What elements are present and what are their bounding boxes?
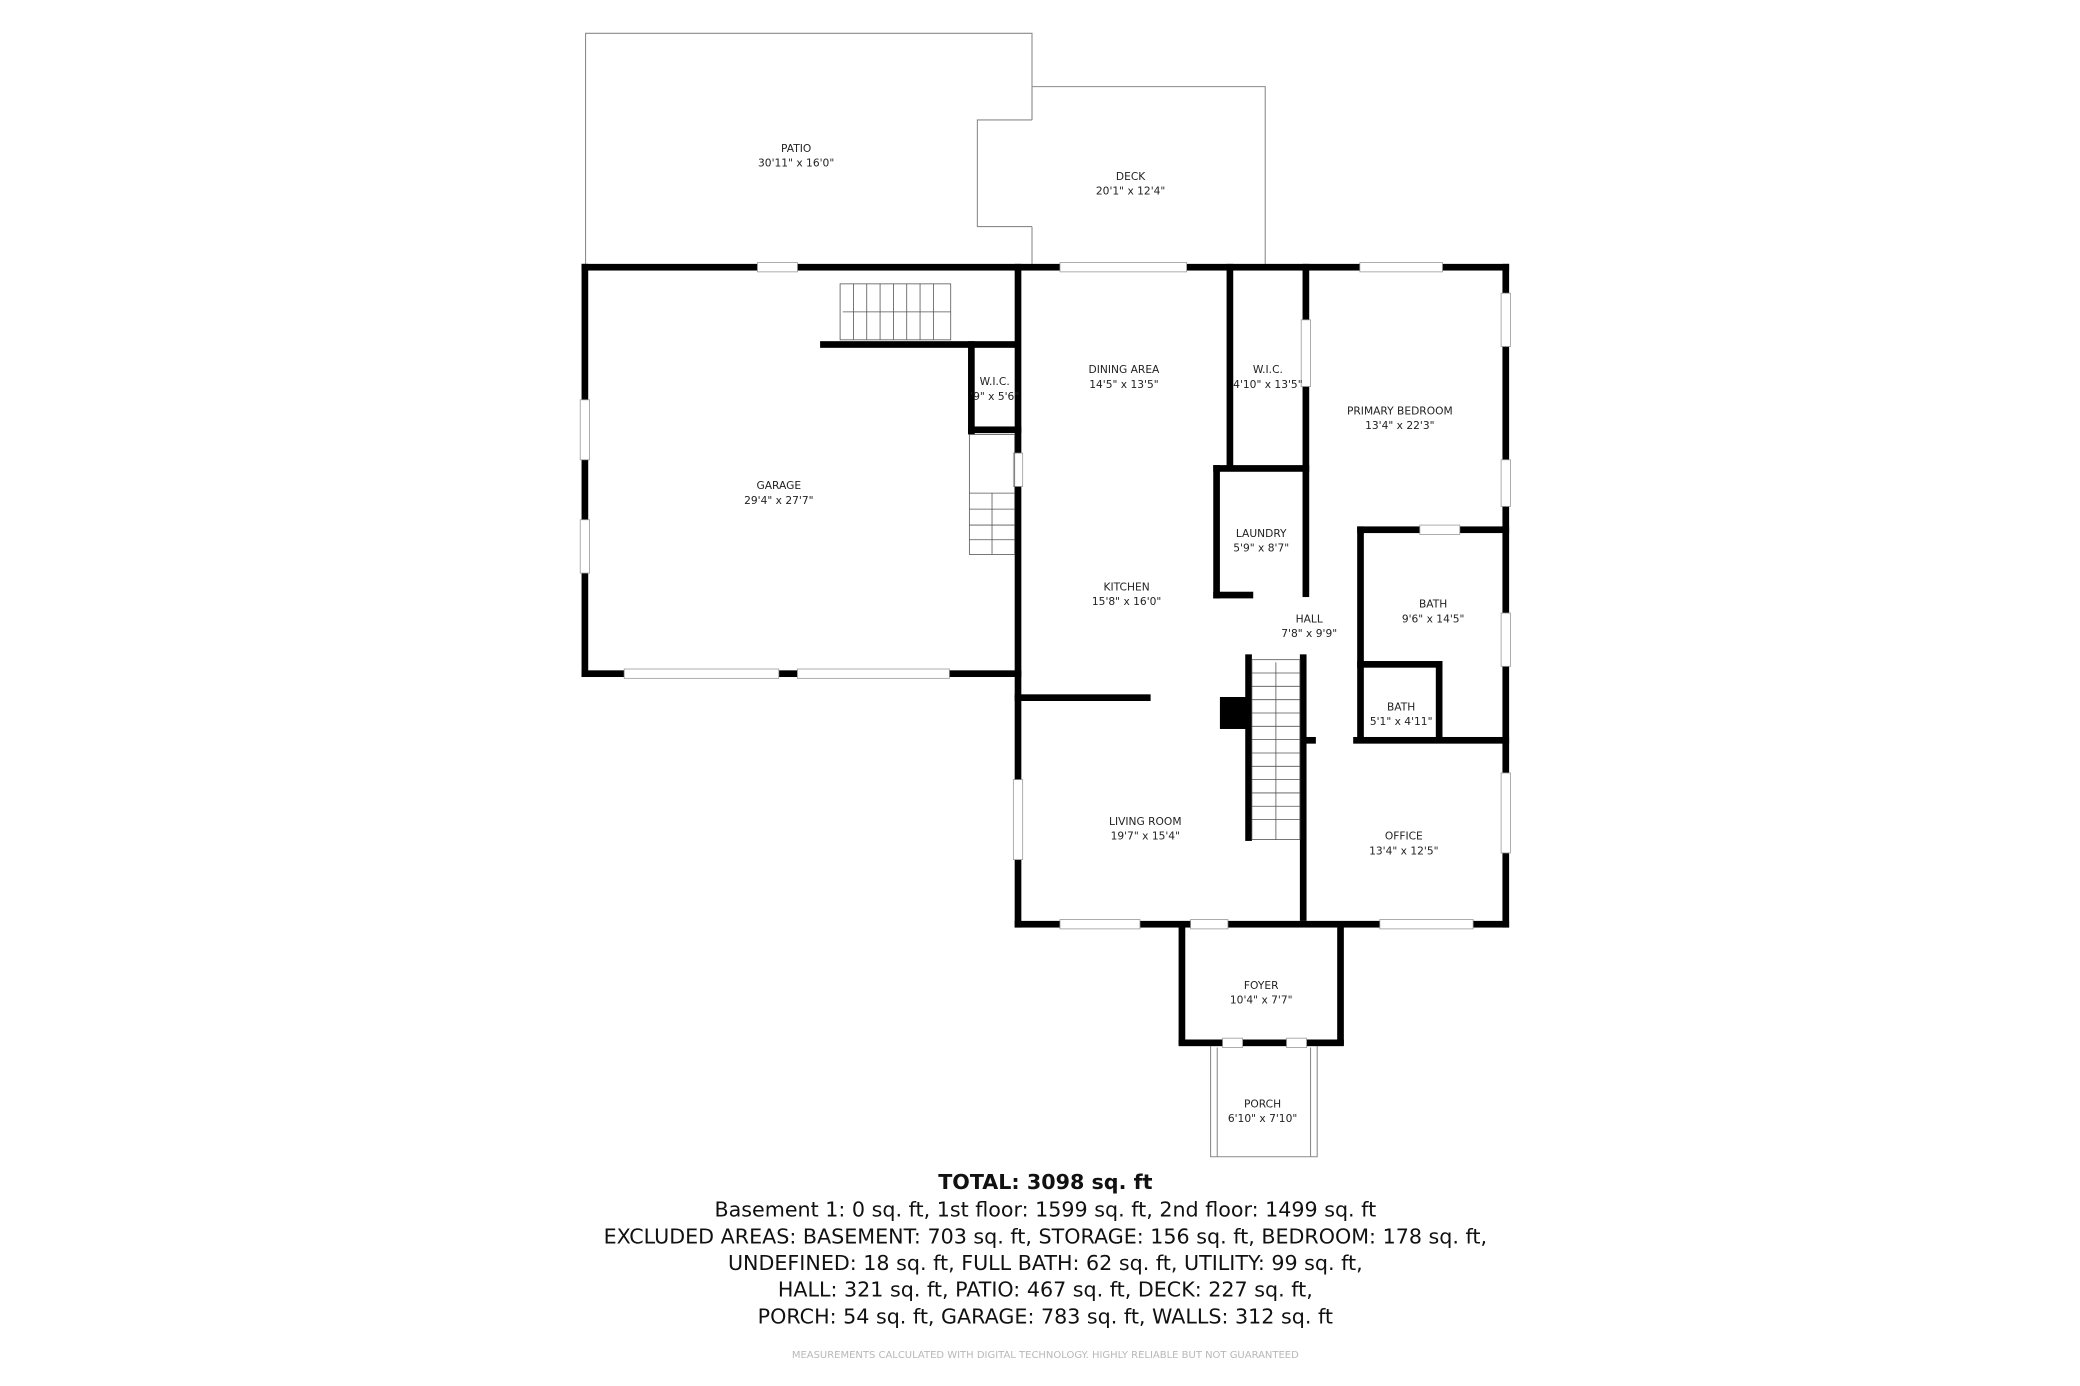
disclaimer: MEASUREMENTS CALCULATED WITH DIGITAL TEC… [792,1350,1299,1361]
room-size: 9'6" x 14'5" [1402,612,1465,625]
room-name: DECK [1116,170,1146,183]
room-size: 7'8" x 9'9" [1281,627,1337,640]
summary-line: Basement 1: 0 sq. ft, 1st floor: 1599 sq… [714,1198,1376,1222]
room-size: 13'4" x 12'5" [1369,844,1438,857]
stairs-side [968,434,1016,555]
room-size: 10'4" x 7'7" [1230,994,1293,1007]
room-name: W.I.C. [1253,363,1283,376]
windows [579,262,1511,1048]
room-name: PORCH [1244,1097,1281,1110]
room-deck: DECK 20'1" x 12'4" [1096,170,1165,198]
summary-line: HALL: 321 sq. ft, PATIO: 467 sq. ft, DEC… [778,1278,1313,1302]
room-name: PRIMARY BEDROOM [1347,404,1453,417]
room-bath-small: BATH 5'1" x 4'11" [1370,700,1433,728]
room-wic: W.I.C. 4'10" x 13'5" [1233,363,1302,391]
porch-outline [1210,1042,1318,1158]
walls [581,263,1510,1047]
summary-line: UNDEFINED: 18 sq. ft, FULL BATH: 62 sq. … [728,1251,1363,1275]
room-size: 20'1" x 12'4" [1096,185,1165,198]
room-name: HALL [1296,612,1323,625]
room-size: 30'11" x 16'0" [758,157,834,170]
stairs-main [1251,659,1301,840]
room-size: 15'8" x 16'0" [1092,595,1161,608]
room-kitchen: KITCHEN 15'8" x 16'0" [1092,580,1161,608]
room-garage: GARAGE 29'4" x 27'7" [744,479,813,507]
room-name: LAUNDRY [1236,527,1287,540]
room-dining: DINING AREA 14'5" x 13'5" [1089,363,1161,391]
room-size: 6'10" x 7'10" [1228,1112,1297,1125]
room-primary-bedroom: PRIMARY BEDROOM 13'4" x 22'3" [1347,404,1453,432]
deck-outline [976,86,1266,264]
room-name: BATH [1419,598,1447,611]
room-name: W.I.C. [980,375,1010,388]
room-name: KITCHEN [1104,580,1150,593]
room-size: 29'4" x 27'7" [744,494,813,507]
room-name: PATIO [781,142,811,155]
room-foyer: FOYER 10'4" x 7'7" [1230,979,1293,1007]
room-size: '9" x 5'6" [970,390,1019,403]
room-size: 19'7" x 15'4" [1111,830,1180,843]
room-name: LIVING ROOM [1109,815,1182,828]
room-wic-garage: W.I.C. '9" x 5'6" [970,375,1019,403]
room-size: 5'1" x 4'11" [1370,715,1433,728]
area-summary: TOTAL: 3098 sq. ft Basement 1: 0 sq. ft,… [604,1170,1487,1361]
summary-line: EXCLUDED AREAS: BASEMENT: 703 sq. ft, ST… [604,1224,1487,1248]
room-porch: PORCH 6'10" x 7'10" [1228,1097,1297,1125]
room-name: FOYER [1244,979,1279,992]
summary-line: PORCH: 54 sq. ft, GARAGE: 783 sq. ft, WA… [758,1304,1333,1328]
patio-outline [585,32,1033,264]
room-size: 13'4" x 22'3" [1365,419,1434,432]
room-patio: PATIO 30'11" x 16'0" [758,142,834,170]
room-living: LIVING ROOM 19'7" x 15'4" [1109,815,1182,843]
room-name: DINING AREA [1089,363,1161,376]
room-size: 5'9" x 8'7" [1233,542,1289,555]
room-name: OFFICE [1385,830,1423,843]
total-area: TOTAL: 3098 sq. ft [938,1170,1152,1194]
room-laundry: LAUNDRY 5'9" x 8'7" [1233,527,1289,555]
room-name: GARAGE [756,479,801,492]
room-size: 4'10" x 13'5" [1233,378,1302,391]
room-name: BATH [1387,700,1415,713]
stairs-garage [839,283,952,341]
room-hall: HALL 7'8" x 9'9" [1281,612,1337,640]
room-size: 14'5" x 13'5" [1089,378,1158,391]
